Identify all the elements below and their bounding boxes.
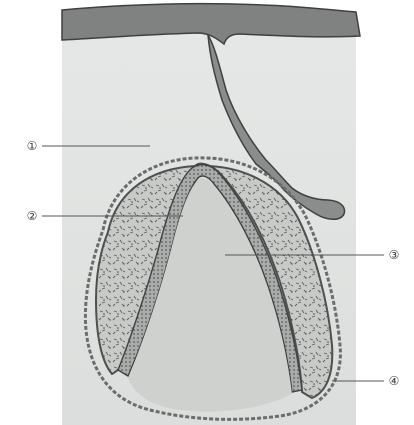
callout-label-4: ④ xyxy=(389,374,400,388)
callout-label-2: ② xyxy=(27,209,38,223)
callout-label-1: ① xyxy=(27,139,38,153)
callout-label-3: ③ xyxy=(389,248,400,262)
